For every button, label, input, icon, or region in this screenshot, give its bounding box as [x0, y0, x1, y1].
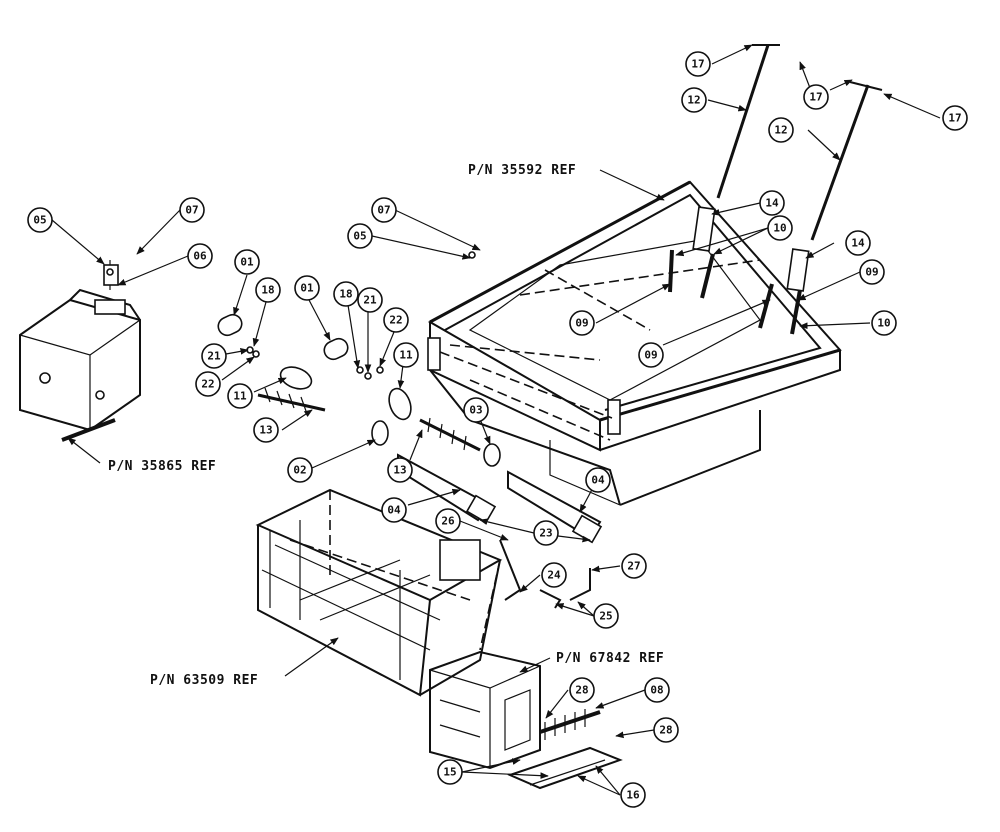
svg-text:09: 09: [865, 266, 878, 279]
svg-text:17: 17: [691, 58, 704, 71]
svg-text:04: 04: [387, 504, 401, 517]
lift-rods: [716, 44, 883, 241]
callout-17: 17: [803, 84, 829, 110]
callout-18: 18: [333, 281, 359, 307]
svg-text:22: 22: [201, 378, 214, 391]
callout-26: 26: [435, 508, 461, 534]
svg-text:03: 03: [469, 404, 482, 417]
callout-13: 13: [387, 457, 413, 483]
callout-12: 12: [768, 117, 794, 143]
callout-05: 05: [347, 223, 373, 249]
svg-text:21: 21: [363, 294, 377, 307]
callout-05: 05: [27, 207, 53, 233]
leader-lines: [51, 44, 941, 796]
callout-21: 21: [201, 343, 227, 369]
callout-28: 28: [653, 717, 679, 743]
reference-labels: P/N 35592 REF P/N 35865 REF P/N 63509 RE…: [108, 163, 664, 688]
svg-text:28: 28: [575, 684, 588, 697]
svg-text:21: 21: [207, 350, 221, 363]
callout-07: 07: [371, 197, 397, 223]
callout-11: 11: [393, 342, 419, 368]
callout-07: 07: [179, 197, 205, 223]
svg-text:08: 08: [650, 684, 663, 697]
svg-text:07: 07: [185, 204, 198, 217]
svg-text:12: 12: [774, 124, 787, 137]
svg-text:01: 01: [300, 282, 314, 295]
svg-text:10: 10: [773, 222, 786, 235]
svg-text:05: 05: [353, 230, 366, 243]
callout-02: 02: [287, 457, 313, 483]
svg-text:23: 23: [539, 527, 552, 540]
frame-assembly: [255, 488, 503, 697]
callout-21: 21: [357, 287, 383, 313]
svg-text:05: 05: [33, 214, 46, 227]
callout-14: 14: [759, 190, 785, 216]
callout-06: 06: [187, 243, 213, 269]
svg-text:18: 18: [261, 284, 274, 297]
callout-09: 09: [638, 342, 664, 368]
callout-10: 10: [767, 215, 793, 241]
callout-01: 01: [294, 275, 320, 301]
svg-text:14: 14: [851, 237, 865, 250]
motor-box-assembly: [19, 260, 141, 442]
svg-text:15: 15: [443, 766, 456, 779]
ref-label-67842: P/N 67842 REF: [556, 651, 664, 666]
ref-label-35592: P/N 35592 REF: [468, 163, 576, 178]
svg-text:06: 06: [193, 250, 207, 263]
svg-text:17: 17: [948, 112, 961, 125]
callout-15: 15: [437, 759, 463, 785]
svg-text:13: 13: [259, 424, 272, 437]
svg-text:26: 26: [441, 515, 455, 528]
callout-17: 17: [942, 105, 968, 131]
bottom-box-assembly: [429, 650, 623, 790]
svg-text:07: 07: [377, 204, 390, 217]
callout-08: 08: [644, 677, 670, 703]
svg-text:02: 02: [293, 464, 306, 477]
svg-text:12: 12: [687, 94, 700, 107]
ref-label-63509: P/N 63509 REF: [150, 673, 258, 688]
svg-text:11: 11: [399, 349, 413, 362]
svg-text:09: 09: [575, 317, 588, 330]
svg-text:10: 10: [877, 317, 890, 330]
callout-18: 18: [255, 277, 281, 303]
svg-text:13: 13: [393, 464, 406, 477]
svg-text:01: 01: [240, 256, 254, 269]
svg-text:24: 24: [547, 569, 561, 582]
hopper-assembly: [427, 180, 842, 506]
callout-09: 09: [569, 310, 595, 336]
svg-text:17: 17: [809, 91, 822, 104]
callout-22: 22: [383, 307, 409, 333]
callout-04: 04: [381, 497, 407, 523]
svg-text:27: 27: [627, 560, 640, 573]
callout-23: 23: [533, 520, 559, 546]
svg-text:18: 18: [339, 288, 352, 301]
callout-09: 09: [859, 259, 885, 285]
callout-24: 24: [541, 562, 567, 588]
svg-text:14: 14: [765, 197, 779, 210]
ref-label-35865: P/N 35865 REF: [108, 459, 216, 474]
svg-text:25: 25: [599, 610, 612, 623]
svg-text:22: 22: [389, 314, 402, 327]
callout-22: 22: [195, 371, 221, 397]
callout-12: 12: [681, 87, 707, 113]
svg-text:28: 28: [659, 724, 672, 737]
svg-text:16: 16: [626, 789, 640, 802]
callout-13: 13: [253, 417, 279, 443]
callout-bubbles: 17 17 17 12 12 14 14 10 10 09 09 09 07 0…: [27, 51, 968, 808]
callout-01: 01: [234, 249, 260, 275]
svg-text:11: 11: [233, 390, 247, 403]
callout-17: 17: [685, 51, 711, 77]
svg-text:09: 09: [644, 349, 657, 362]
callout-25: 25: [593, 603, 619, 629]
svg-text:04: 04: [591, 474, 605, 487]
callout-16: 16: [620, 782, 646, 808]
callout-11: 11: [227, 383, 253, 409]
callout-28: 28: [569, 677, 595, 703]
callout-14: 14: [845, 230, 871, 256]
callout-27: 27: [621, 553, 647, 579]
callout-10: 10: [871, 310, 897, 336]
callout-04: 04: [585, 467, 611, 493]
callout-03: 03: [463, 397, 489, 423]
